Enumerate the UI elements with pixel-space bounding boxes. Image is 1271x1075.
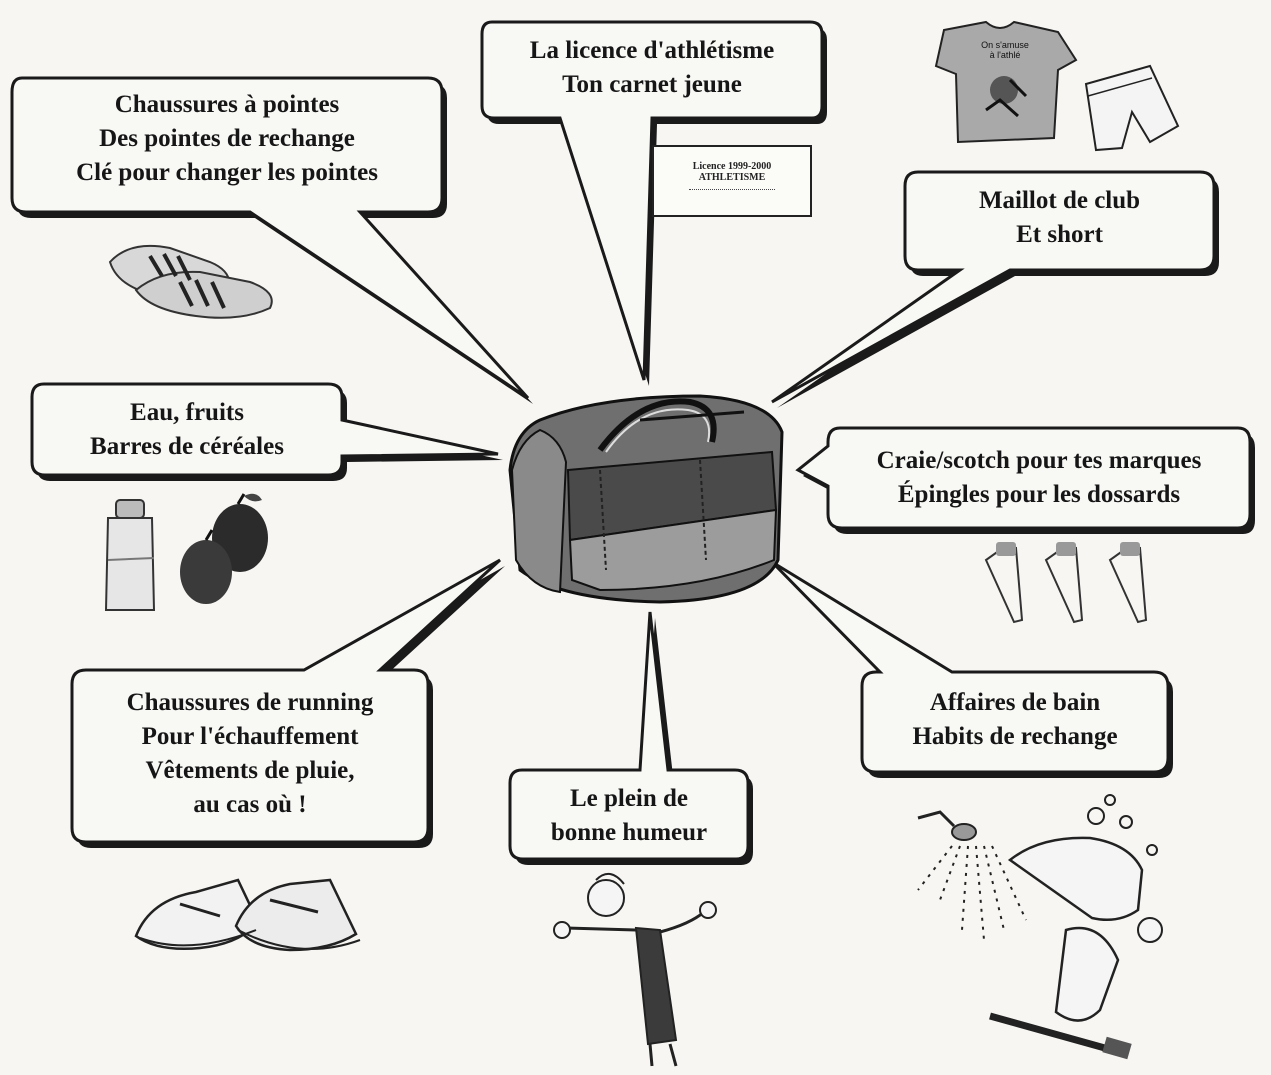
bubble-running-text: Chaussures de running Pour l'échauffemen… [72, 686, 428, 822]
bubble-food [30, 382, 503, 481]
bubble-bath-line-2: Habits de rechange [912, 723, 1118, 750]
sports-bag-icon [508, 394, 784, 604]
licence-card-title: ATHLETISME [698, 172, 766, 183]
bubble-running-line-2: Pour l'échauffement [141, 723, 359, 750]
bubble-bath [770, 560, 1173, 778]
tshirt-print: On s'amuse à l'athlé [960, 40, 1050, 60]
water-bottle-icon [104, 499, 156, 611]
tshirt-print-line1: On s'amuse [981, 40, 1029, 50]
bubble-bath-line-1: Affaires de bain [929, 689, 1101, 716]
bubble-mood-line-1: Le plein de [569, 785, 689, 812]
bubble-mood [508, 611, 753, 865]
bubble-jersey-text: Maillot de club Et short [905, 184, 1214, 252]
bubble-bath-text: Affaires de bain Habits de rechange [862, 686, 1168, 754]
bubble-food-line-1: Eau, fruits [130, 399, 244, 426]
running-shoes-icon [134, 878, 361, 952]
tshirt-print-line2: à l'athlé [989, 50, 1021, 60]
bubble-licence-text: La licence d'athlétisme Ton carnet jeune [482, 34, 822, 102]
bubble-chalk [795, 426, 1255, 534]
licence-card-year: Licence 1999-2000 [692, 161, 772, 172]
bubble-chalk-line-1: Craie/scotch pour tes marques [876, 447, 1202, 474]
bubble-jersey-line-2: Et short [1016, 221, 1103, 248]
bubble-running-line-1: Chaussures de running [126, 689, 374, 716]
bubble-mood-line-2: bonne humeur [550, 819, 708, 846]
shorts-icon [1084, 64, 1180, 152]
bubble-spikes-line-3: Clé pour changer les pointes [76, 159, 378, 186]
bubble-spikes-line-1: Chaussures à pointes [114, 91, 340, 118]
bubble-running-line-3: Vêtements de pluie, [145, 757, 355, 784]
showering-man-icon [917, 794, 1163, 1060]
bubble-spikes-text: Chaussures à pointes Des pointes de rech… [12, 88, 442, 190]
bubble-jersey-line-1: Maillot de club [978, 187, 1141, 214]
bubble-mood-text: Le plein de bonne humeur [510, 782, 748, 850]
bubble-jersey [771, 170, 1219, 408]
bubble-licence-line-2: Ton carnet jeune [562, 71, 742, 98]
licence-card-icon: Licence 1999-2000 ATHLETISME [652, 145, 812, 217]
bubble-running [70, 558, 505, 848]
bubble-food-text: Eau, fruits Barres de céréales [32, 396, 342, 464]
bubble-spikes-line-2: Des pointes de rechange [99, 125, 355, 152]
cheering-kid-icon [553, 873, 717, 1067]
bubble-spikes [10, 76, 533, 404]
bubble-food-line-2: Barres de céréales [90, 433, 284, 460]
spiked-shoes-icon [108, 244, 273, 319]
bubble-licence [480, 20, 827, 386]
safety-pins-icon [984, 542, 1148, 624]
tshirt-icon [934, 20, 1078, 144]
bubble-chalk-line-2: Épingles pour les dossards [897, 481, 1181, 508]
apples-icon [180, 493, 268, 604]
bubble-chalk-text: Craie/scotch pour tes marques Épingles p… [828, 444, 1250, 512]
bubble-licence-line-1: La licence d'athlétisme [529, 37, 775, 64]
bubble-running-line-4: au cas où ! [193, 791, 307, 818]
licence-card-rule [689, 189, 775, 190]
